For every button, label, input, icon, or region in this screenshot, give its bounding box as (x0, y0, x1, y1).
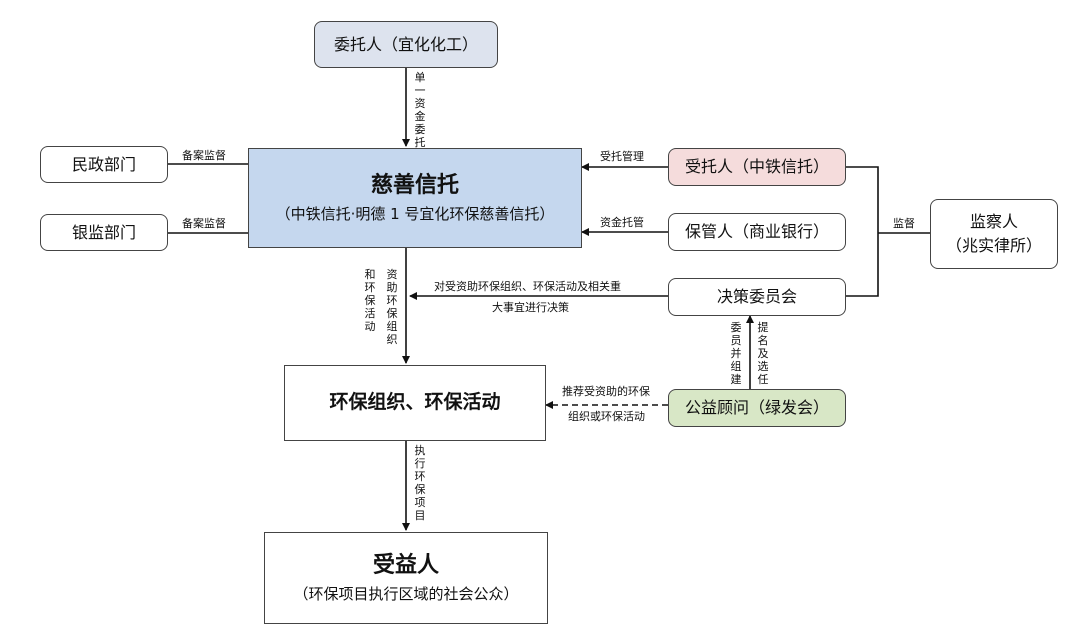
label-fund-col2: 和环保活动 (364, 268, 376, 333)
label-filing-civil: 备案监督 (182, 149, 226, 162)
banking-regulator-label: 银监部门 (71, 222, 136, 242)
decision-committee-label: 决策委员会 (716, 287, 797, 306)
beneficiary-subtitle: （环保项目执行区域的社会公众） (293, 585, 519, 604)
label-execute: 执行环保项目 (414, 444, 426, 522)
custodian-label: 保管人（商业银行） (684, 222, 829, 241)
label-recommend-1: 推荐受资助的环保 (562, 385, 650, 398)
decision-committee-node: 决策委员会 (668, 278, 846, 316)
trustee-node: 受托人（中铁信托） (668, 148, 846, 186)
supervisor-firm: （兆实律所） (945, 236, 1042, 255)
entrustor-node: 委托人（宜化化工） (314, 21, 498, 68)
custodian-node: 保管人（商业银行） (668, 213, 846, 251)
label-decision-1: 对受资助环保组织、环保活动及相关重 (434, 280, 621, 293)
label-fund-custody: 资金托管 (600, 216, 644, 229)
charity-trust-subtitle: （中铁信托·明德 1 号宜化环保慈善信托） (275, 205, 555, 224)
entrustor-label: 委托人（宜化化工） (333, 34, 478, 54)
label-decision-2: 大事宜进行决策 (492, 301, 569, 314)
env-org-node: 环保组织、环保活动 (284, 365, 546, 441)
supervisor-label: 监察人 (969, 212, 1018, 231)
charity-trust-node: 慈善信托 （中铁信托·明德 1 号宜化环保慈善信托） (248, 148, 582, 248)
advisor-label: 公益顾问（绿发会） (684, 398, 829, 417)
beneficiary-node: 受益人 （环保项目执行区域的社会公众） (264, 532, 548, 624)
label-single-fund: 单一资金委托 (414, 71, 426, 149)
env-org-label: 环保组织、环保活动 (329, 391, 501, 414)
label-entrusted-mgmt: 受托管理 (600, 150, 644, 163)
beneficiary-title: 受益人 (372, 552, 439, 578)
label-supervise: 监督 (893, 217, 915, 230)
banking-regulator-node: 银监部门 (40, 214, 168, 251)
label-filing-banking: 备案监督 (182, 217, 226, 230)
advisor-node: 公益顾问（绿发会） (668, 389, 846, 427)
civil-affairs-label: 民政部门 (71, 154, 136, 174)
label-form-committee: 委员并组建 (730, 321, 742, 386)
line-supervisor (846, 166, 879, 297)
label-nominate: 提名及选任 (757, 321, 769, 386)
label-fund-col1: 资助环保组织 (386, 268, 398, 346)
civil-affairs-node: 民政部门 (40, 146, 168, 183)
supervisor-node: 监察人 （兆实律所） (930, 199, 1058, 269)
charity-trust-title: 慈善信托 (370, 172, 459, 198)
trustee-label: 受托人（中铁信托） (684, 157, 829, 176)
label-recommend-2: 组织或环保活动 (568, 410, 645, 423)
